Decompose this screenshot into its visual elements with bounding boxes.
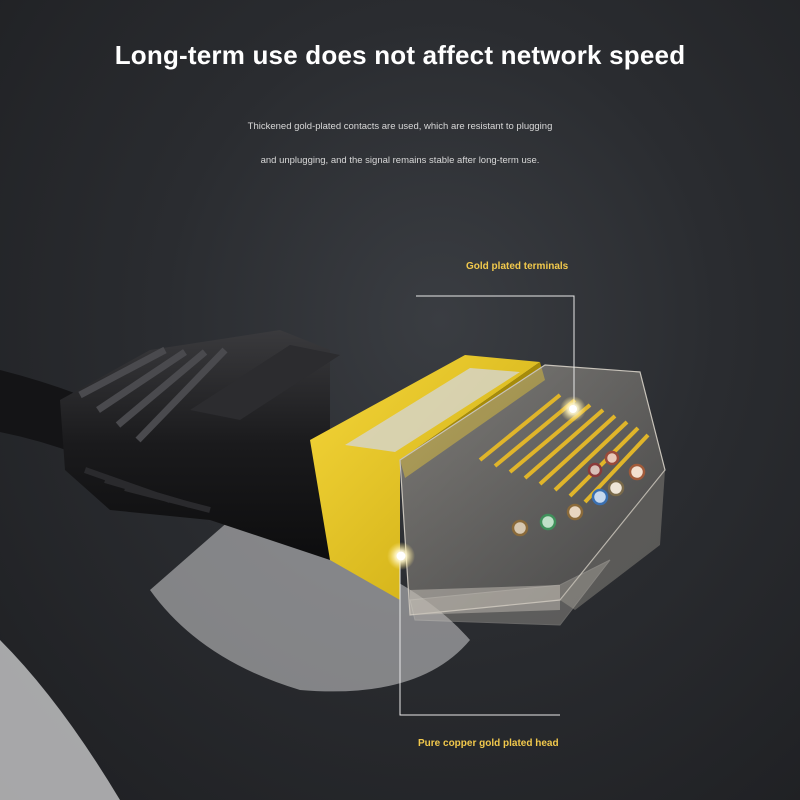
callout-gold-plated-head: Pure copper gold plated head (418, 738, 559, 749)
wire-ends (511, 450, 646, 537)
floor-reflection (150, 520, 470, 692)
description-line-2: and unplugging, and the signal remains s… (260, 155, 540, 166)
floor-corner (0, 640, 120, 800)
cable (0, 370, 80, 455)
connector-boot (60, 330, 340, 560)
latch-clip (409, 559, 611, 626)
highlight-markers (387, 396, 586, 570)
transparent-plug (399, 364, 666, 616)
headline: Long-term use does not affect network sp… (114, 40, 686, 70)
callout-gold-plated-terminals: Gold plated terminals (466, 261, 569, 272)
description-line-1: Thickened gold-plated contacts are used,… (247, 121, 553, 132)
callout-lines (399, 295, 575, 716)
